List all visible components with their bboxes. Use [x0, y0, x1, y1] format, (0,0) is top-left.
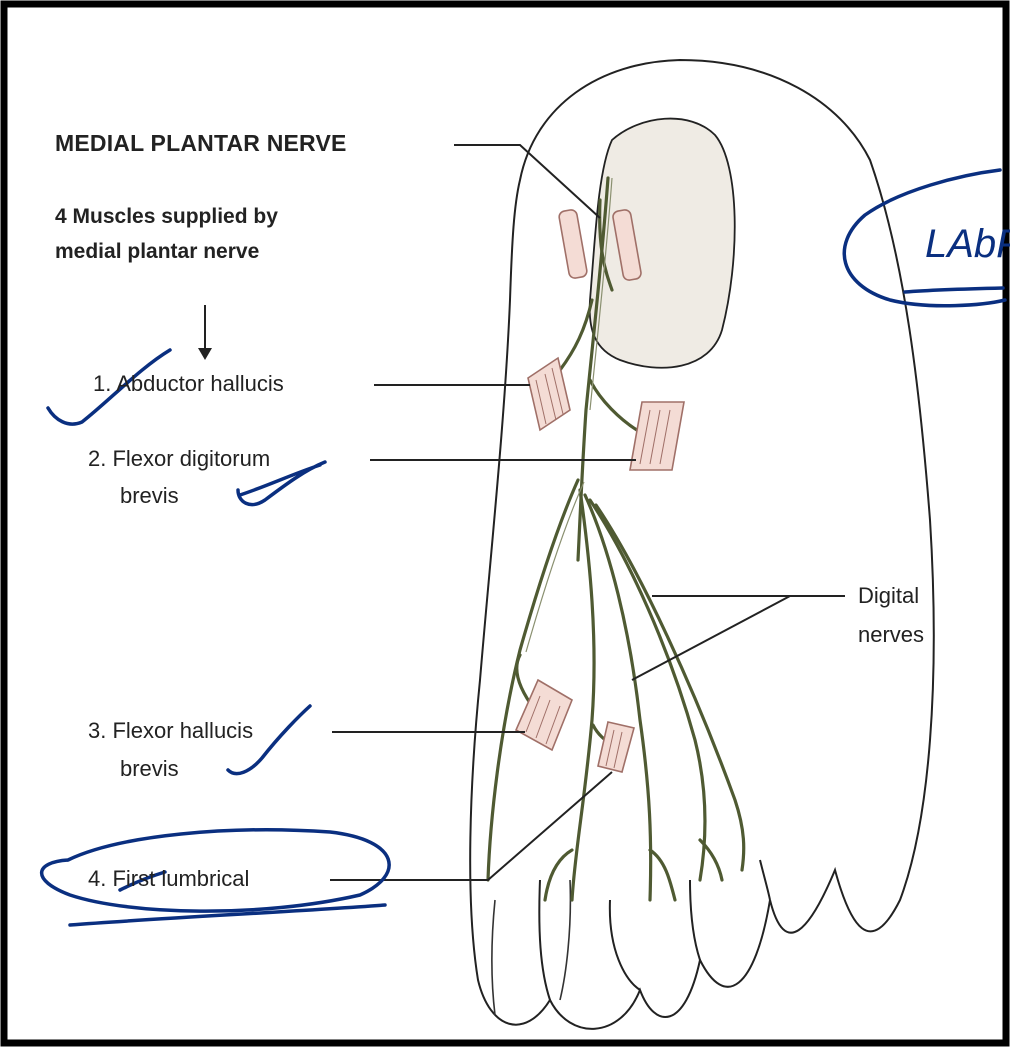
title-medial-plantar-nerve: MEDIAL PLANTAR NERVE: [55, 130, 347, 157]
annotation-underline: [905, 288, 1003, 292]
muscle-label-2: 2. Flexor digitorum: [88, 446, 270, 472]
muscle-label-1: 1. Abductor hallucis: [93, 371, 284, 397]
muscle-label-3-line-2: brevis: [120, 756, 179, 782]
handwritten-annotation: LAbP: [925, 222, 1010, 267]
muscle-label-4: 4. First lumbrical: [88, 866, 249, 892]
digital-nerves-label-1: Digital: [858, 583, 919, 609]
digital-nerves-label-2: nerves: [858, 622, 924, 648]
muscle-label-2-line-2: brevis: [120, 483, 179, 509]
subtitle-line-1: 4 Muscles supplied by: [55, 205, 278, 229]
subtitle-line-2: medial plantar nerve: [55, 240, 259, 264]
heel-pad: [590, 119, 735, 368]
down-arrow-head: [198, 348, 212, 360]
muscle-label-3: 3. Flexor hallucis: [88, 718, 253, 744]
underline-first-lumbrical: [70, 905, 385, 925]
